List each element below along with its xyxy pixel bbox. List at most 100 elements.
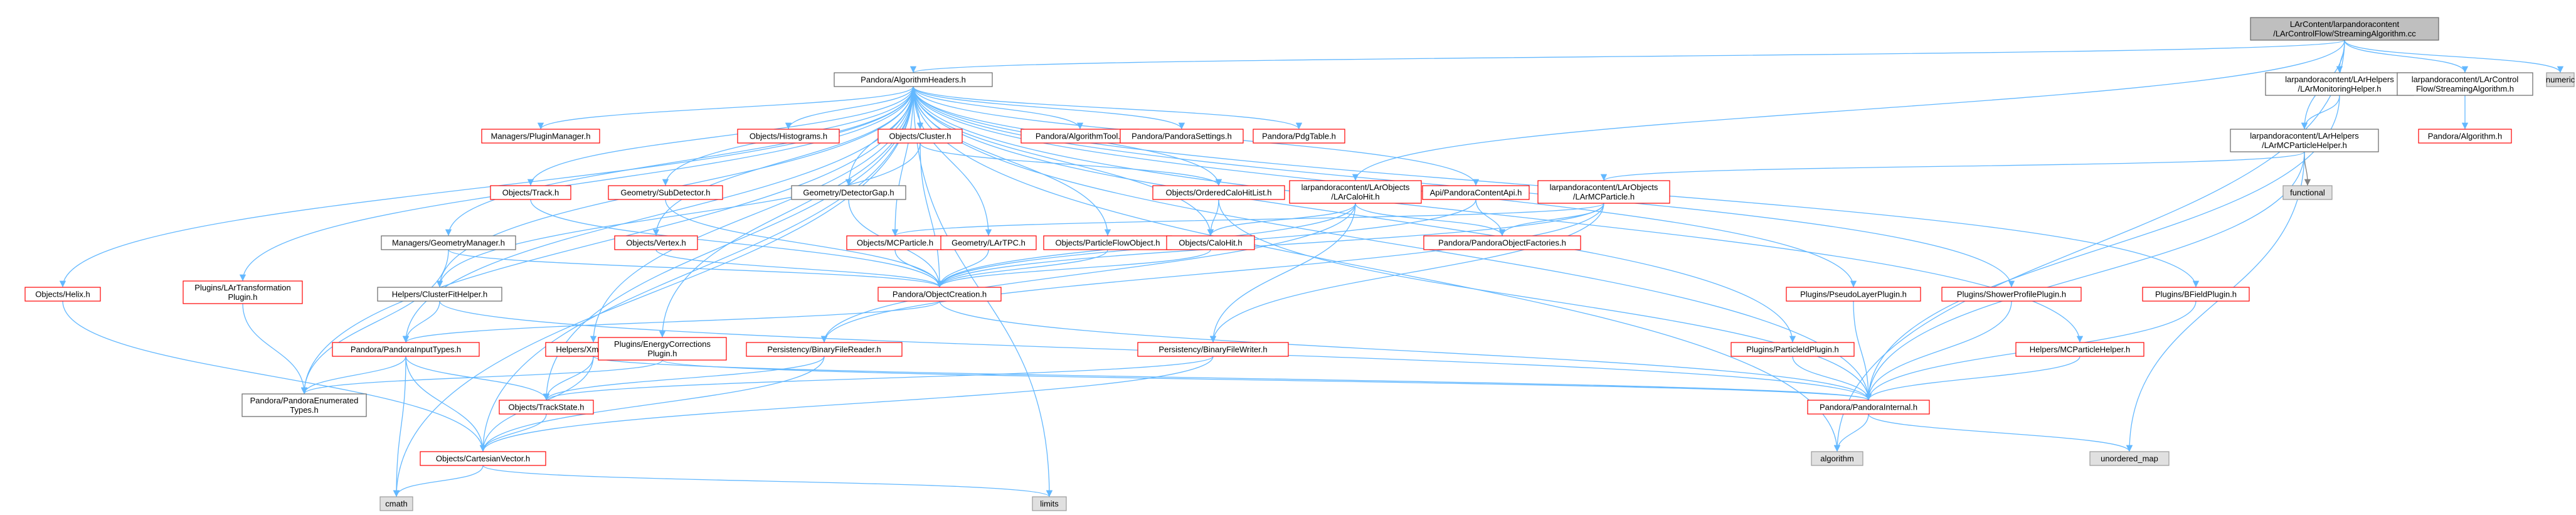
- node-label: Objects/Histograms.h: [750, 132, 827, 141]
- graph-node-inputtypes[interactable]: Pandora/PandoraInputTypes.h: [332, 342, 480, 357]
- node-label: larpandoracontent/LArControl: [2412, 75, 2519, 84]
- graph-node-detgap[interactable]: Geometry/DetectorGap.h: [791, 185, 906, 200]
- edge-monhelper-to-internal: [1865, 95, 2340, 401]
- graph-node-showerprofile[interactable]: Plugins/ShowerProfilePlugin.h: [1941, 287, 2082, 302]
- node-label: larpandoracontent/LArHelpers: [2285, 75, 2394, 84]
- node-box: [381, 235, 516, 250]
- edge-larcalohit-to-binwriter: [1209, 203, 1356, 343]
- node-box: [1166, 235, 1255, 250]
- edge-algheaders-to-mcparticle: [891, 86, 914, 236]
- graph-node-internal[interactable]: Pandora/PandoraInternal.h: [1807, 400, 1930, 415]
- graph-node-mcparthelper[interactable]: Helpers/MCParticleHelper.h: [2015, 342, 2144, 357]
- graph-node-cluster[interactable]: Objects/Cluster.h: [877, 129, 963, 144]
- edge-algheaders-to-enumtypes: [300, 86, 914, 395]
- graph-node-algtool[interactable]: Pandora/AlgorithmTool.h: [1020, 129, 1140, 144]
- node-label: Managers/PluginManager.h: [491, 132, 591, 141]
- graph-node-vertex[interactable]: Objects/Vertex.h: [614, 235, 698, 250]
- graph-node-orderedcalo[interactable]: Objects/OrderedCaloHitList.h: [1152, 185, 1285, 200]
- edge-algheaders-to-track: [527, 86, 914, 186]
- edge-larmcparticle-to-objcreation: [936, 203, 1604, 288]
- graph-node-clusterfit[interactable]: Helpers/ClusterFitHelper.h: [377, 287, 502, 302]
- node-label: Pandora/AlgorithmHeaders.h: [861, 75, 966, 85]
- graph-node-mcparticle[interactable]: Objects/MCParticle.h: [846, 235, 944, 250]
- edge-algheaders-to-algtool: [913, 86, 1084, 130]
- graph-node-pidplugin[interactable]: Plugins/ParticleIdPlugin.h: [1731, 342, 1855, 357]
- edge-mcparthelper-to-internal: [1865, 356, 2080, 401]
- graph-node-settings[interactable]: Pandora/PandoraSettings.h: [1120, 129, 1244, 144]
- edge-algheaders-to-cartesian: [479, 86, 914, 452]
- node-label: Geometry/LArTPC.h: [951, 238, 1026, 248]
- node-label: /LArMCParticle.h: [1573, 192, 1635, 201]
- edge-objcreation-to-internal: [939, 300, 1872, 401]
- graph-node-calohit[interactable]: Objects/CaloHit.h: [1166, 235, 1255, 250]
- node-box: [791, 185, 906, 200]
- graph-node-objfactories[interactable]: Pandora/PandoraObjectFactories.h: [1423, 235, 1581, 250]
- graph-node-geommgr[interactable]: Managers/GeometryManager.h: [381, 235, 516, 250]
- graph-node-limits[interactable]: limits: [1032, 496, 1067, 511]
- graph-node-subdetector[interactable]: Geometry/SubDetector.h: [608, 185, 723, 200]
- graph-node-algorithmh[interactable]: Pandora/Algorithm.h: [2418, 129, 2512, 144]
- graph-node-pluginmgr[interactable]: Managers/PluginManager.h: [481, 129, 600, 144]
- graph-node-larcalohit[interactable]: larpandoracontent/LArObjects/LArCaloHit.…: [1289, 180, 1422, 204]
- edge-algheaders-to-inputtypes: [402, 86, 914, 343]
- graph-node-streamingh[interactable]: larpandoracontent/LArControlFlow/Streami…: [2397, 72, 2533, 96]
- node-box: [481, 129, 600, 144]
- graph-node-cmath[interactable]: cmath: [379, 496, 413, 511]
- node-box: [940, 235, 1037, 250]
- graph-node-numeric[interactable]: numeric: [2546, 72, 2575, 87]
- node-label: Objects/TrackState.h: [509, 403, 585, 412]
- node-label: Plugin.h: [648, 349, 677, 358]
- graph-node-algheaders[interactable]: Pandora/AlgorithmHeaders.h: [834, 72, 993, 87]
- graph-node-objcreation[interactable]: Pandora/ObjectCreation.h: [877, 287, 1002, 302]
- graph-node-histograms[interactable]: Objects/Histograms.h: [737, 129, 840, 144]
- graph-node-pdgtable[interactable]: Pandora/PdgTable.h: [1253, 129, 1345, 144]
- edge-pfo-to-objcreation: [936, 249, 1108, 288]
- node-box: [2250, 17, 2439, 41]
- node-box: [2397, 72, 2533, 96]
- graph-node-functional[interactable]: functional: [2282, 185, 2333, 200]
- node-box: [1537, 180, 1670, 204]
- graph-node-monhelper[interactable]: larpandoracontent/LArHelpers/LArMonitori…: [2265, 72, 2414, 96]
- node-box: [379, 496, 413, 511]
- graph-node-binwriter[interactable]: Persistency/BinaryFileWriter.h: [1137, 342, 1289, 357]
- edge-energycorr-to-enumtypes: [300, 359, 663, 395]
- edge-monhelper-to-mcpartichelper: [2301, 95, 2340, 130]
- edge-mcpartichelper-to-functional: [2304, 151, 2311, 186]
- graph-node-pfo[interactable]: Objects/ParticleFlowObject.h: [1043, 235, 1172, 250]
- node-box: [737, 129, 840, 144]
- graph-node-contentapi[interactable]: Api/PandoraContentApi.h: [1422, 185, 1530, 200]
- graph-node-algorithm[interactable]: algorithm: [1811, 451, 1863, 466]
- edge-algheaders-to-pfo: [913, 86, 1111, 236]
- node-box: [746, 342, 903, 357]
- node-label: Pandora/PandoraInternal.h: [1820, 403, 1917, 412]
- graph-node-pseudolayer[interactable]: Plugins/PseudoLayerPlugin.h: [1786, 287, 1921, 302]
- edge-binreader-to-cartesian: [479, 356, 825, 452]
- node-label: Plugins/PseudoLayerPlugin.h: [1800, 290, 1907, 299]
- node-box: [490, 185, 571, 200]
- graph-node-track[interactable]: Objects/Track.h: [490, 185, 571, 200]
- node-label: LArContent/larpandoracontent: [2290, 19, 2400, 29]
- graph-node-mcpartichelper[interactable]: larpandoracontent/LArHelpers/LArMCPartic…: [2230, 129, 2379, 152]
- node-label: Plugin.h: [228, 292, 258, 302]
- node-label: /LArMCParticleHelper.h: [2262, 141, 2347, 150]
- node-label: Pandora/PdgTable.h: [1262, 132, 1336, 141]
- node-label: Objects/Helix.h: [35, 290, 90, 299]
- graph-node-trackstate[interactable]: Objects/TrackState.h: [499, 400, 594, 415]
- node-label: /LArMonitoringHelper.h: [2298, 84, 2382, 93]
- graph-node-binreader[interactable]: Persistency/BinaryFileReader.h: [746, 342, 903, 357]
- graph-node-larmcparticle[interactable]: larpandoracontent/LArObjects/LArMCPartic…: [1537, 180, 1670, 204]
- graph-node-lartpc[interactable]: Geometry/LArTPC.h: [940, 235, 1037, 250]
- node-box: [1152, 185, 1285, 200]
- edge-algheaders-to-histograms: [785, 86, 914, 130]
- node-box: [614, 235, 698, 250]
- graph-node-cartesian[interactable]: Objects/CartesianVector.h: [420, 451, 546, 466]
- node-label: Persistency/BinaryFileWriter.h: [1158, 345, 1267, 354]
- graph-node-bfield[interactable]: Plugins/BFieldPlugin.h: [2142, 287, 2250, 302]
- graph-node-unorderedmap[interactable]: unordered_map: [2089, 451, 2170, 466]
- graph-node-helix[interactable]: Objects/Helix.h: [24, 287, 101, 302]
- node-label: Pandora/ObjectCreation.h: [893, 290, 987, 299]
- graph-node-root[interactable]: LArContent/larpandoracontent/LArControlF…: [2250, 17, 2439, 41]
